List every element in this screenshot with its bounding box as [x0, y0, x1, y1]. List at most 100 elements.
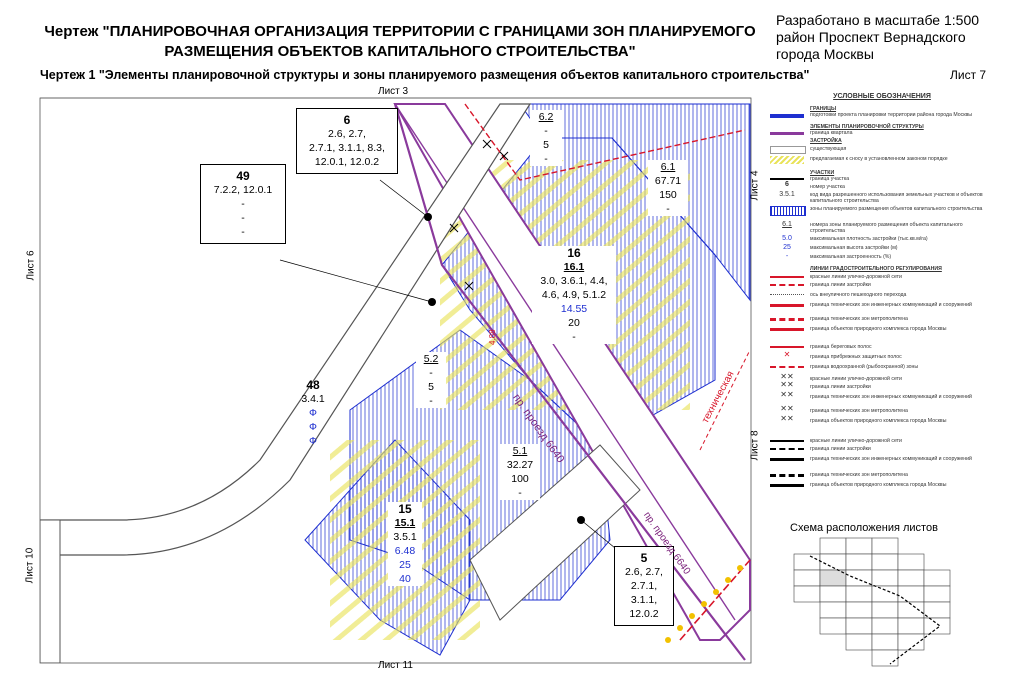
- legend-plots-head: УЧАСТКИ: [810, 170, 835, 176]
- zone-15-l4: 40: [399, 573, 411, 585]
- legend-sym-r5: [770, 318, 804, 324]
- callout-6-num: 6: [343, 113, 351, 127]
- road-left-vertical: [40, 519, 61, 663]
- sheet-number: Лист 7: [950, 68, 987, 82]
- drawing-subtitle: Чертеж 1 "Элементы планировочной структу…: [40, 68, 810, 82]
- sheet-label-left: Лист 6: [25, 250, 37, 281]
- legend-sym-border: [770, 114, 804, 118]
- legend-r7: граница береговых полос: [810, 344, 872, 350]
- legend-sym-density: 5.0: [782, 235, 792, 242]
- legend-r5: граница технических зон метрополитена: [810, 316, 908, 322]
- legend-r1: красные линии улично-дорожной сети: [810, 274, 902, 280]
- legend-planning-head: ЭЛЕМЕНТЫ ПЛАНИРОВОЧНОЙ СТРУКТУРЫ: [810, 124, 924, 130]
- legend-sym-r11: ✕✕: [780, 380, 794, 389]
- legend-u8: максимальная застроенность (%): [810, 254, 892, 260]
- legend-b1: подготовки проекта планировки территории…: [810, 112, 972, 118]
- legend-sym-r9: [770, 366, 804, 370]
- legend-r2: граница линии застройки: [810, 282, 871, 288]
- callout-plot-5: 5 2.6, 2.7, 2.7.1, 3.1.1, 12.0.2: [614, 546, 674, 626]
- zone-15-l1: 3.5.1: [393, 531, 417, 543]
- zone-15-num: 15: [398, 502, 412, 516]
- callout-6-line3: 12.0.1, 12.0.2: [314, 156, 380, 168]
- legend-r8: граница прибрежных защитных полос: [810, 354, 902, 360]
- callout-5-line1: 2.6, 2.7,: [625, 566, 663, 578]
- title-line-2: РАЗМЕЩЕНИЯ ОБЪЕКТОВ КАПИТАЛЬНОГО СТРОИТЕ…: [164, 43, 636, 60]
- leader-6: [379, 179, 429, 218]
- zone-6-1-l1: 67.71: [654, 175, 682, 187]
- callout-49-line4: -: [241, 226, 245, 238]
- zone-48-l4: Ф: [309, 435, 317, 447]
- legend-sym-coverage: -: [785, 253, 789, 260]
- tech-zone-line: [699, 349, 751, 451]
- callout-5-line3: 3.1.1,: [630, 594, 658, 606]
- callout-6-line1: 2.6, 2.7,: [328, 128, 366, 140]
- zone-15-l3: 25: [399, 559, 411, 571]
- zone-5-1-num: 5.1: [512, 445, 528, 457]
- legend-u6: максимальная плотность застройки (тыс.кв…: [810, 236, 928, 242]
- zone-48-num: 48: [306, 378, 320, 392]
- legend-u5: номера зоны планируемого размещения объе…: [810, 222, 963, 234]
- legend-sym-r13: ✕✕: [780, 404, 794, 413]
- legend-r4: граница технических зон инженерных комму…: [810, 302, 972, 308]
- zone-16-l5: -: [572, 331, 576, 343]
- legend-title: УСЛОВНЫЕ ОБОЗНАЧЕНИЯ: [833, 93, 931, 100]
- legend-u4: зоны планируемого размещения объектов ка…: [810, 206, 983, 212]
- legend-r17: граница технических зон инженерных комму…: [810, 456, 972, 462]
- legend-sym-r7: [770, 346, 804, 348]
- legend-sym-r3: [770, 294, 804, 297]
- quarter-boundary: [393, 103, 746, 661]
- legend-sym-r19: [770, 484, 804, 487]
- legend-r3: ось внеуличного пешеходного перехода: [810, 292, 907, 298]
- legend-sym-plot-border: [770, 178, 804, 180]
- legend-r10: красные линии улично-дорожной сети: [810, 376, 902, 382]
- legend-sym-r1: [770, 276, 804, 278]
- zone-5-2-num: 5.2: [423, 353, 439, 365]
- scale-line-3: города Москвы: [776, 46, 874, 62]
- sheet-label-right-bottom: Лист 8: [749, 430, 761, 461]
- legend-u3: код вида разрешенного использования земе…: [810, 192, 983, 204]
- red-line-upper: [464, 103, 746, 181]
- legend-r6: граница объектов природного комплекса го…: [810, 326, 947, 332]
- zone-6-2-l3: -: [544, 153, 548, 165]
- callout-49-line2: -: [241, 198, 245, 210]
- sheet-layout-scheme: [793, 537, 951, 667]
- zone-6-2-num: 6.2: [538, 111, 554, 123]
- legend-bd2: предлагаемая к сносу в установленном зак…: [810, 156, 948, 162]
- callout-5-line4: 12.0.2: [629, 608, 659, 620]
- zone-16-l1: 3.0, 3.6.1, 4.4,: [540, 275, 608, 287]
- zone-6-1-l2: 150: [659, 189, 677, 201]
- legend-r15: красные линии улично-дорожной сети: [810, 438, 902, 444]
- title-line-1: Чертеж "ПЛАНИРОВОЧНАЯ ОРГАНИЗАЦИЯ ТЕРРИТ…: [44, 23, 756, 40]
- zone-15-l2: 6.48: [394, 545, 416, 557]
- scale-info: Разработано в масштабе 1:500 район Просп…: [776, 12, 1006, 63]
- zone-48-l3: Ф: [309, 421, 317, 433]
- drawing-title: Чертеж "ПЛАНИРОВОЧНАЯ ОРГАНИЗАЦИЯ ТЕРРИТ…: [30, 22, 770, 62]
- callout-49-line1: 7.2.2, 12.0.1: [213, 184, 273, 196]
- legend-r13: граница технических зон метрополитена: [810, 408, 908, 414]
- zone-16-l3: 14.55: [560, 303, 588, 315]
- legend-sym-existing: [770, 146, 806, 154]
- legend-bd1: существующая: [810, 146, 847, 152]
- zone-6-1-l3: -: [666, 203, 670, 215]
- scheme-title: Схема расположения листов: [790, 522, 938, 534]
- callout-plot-49: 49 7.2.2, 12.0.1 - - -: [200, 164, 286, 244]
- legend-r18: граница технических зон метрополитена: [810, 472, 908, 478]
- zone-5-1-l1: 32.27: [506, 459, 534, 471]
- zone-5-1-label: 5.1 32.27 100 -: [500, 444, 540, 500]
- callout-5-num: 5: [640, 551, 648, 565]
- legend-r12: граница технических зон инженерных комму…: [810, 394, 972, 400]
- legend-sym-r17: [770, 458, 804, 461]
- zone-16-num: 16: [567, 246, 581, 260]
- legend: УСЛОВНЫЕ ОБОЗНАЧЕНИЯ ГРАНИЦЫ подготовки …: [766, 92, 998, 508]
- legend-sym-quarter: [770, 132, 804, 135]
- legend-u1: граница участка: [810, 176, 850, 182]
- scale-line-2: район Проспект Вернадского: [776, 29, 966, 45]
- legend-sym-zone-num: 6.1: [782, 221, 792, 228]
- callout-49-num: 49: [236, 169, 250, 183]
- zone-6-1-label: 6.1 67.71 150 -: [648, 160, 688, 216]
- legend-sym-r8: ✕: [783, 350, 791, 359]
- legend-r19: граница объектов природного комплекса го…: [810, 482, 947, 488]
- sheet-label-left-bottom: Лист 10: [24, 547, 36, 584]
- legend-sym-r18: [770, 474, 804, 480]
- legend-reg-head: ЛИНИИ ГРАДОСТРОИТЕЛЬНОГО РЕГУЛИРОВАНИЯ: [810, 266, 942, 272]
